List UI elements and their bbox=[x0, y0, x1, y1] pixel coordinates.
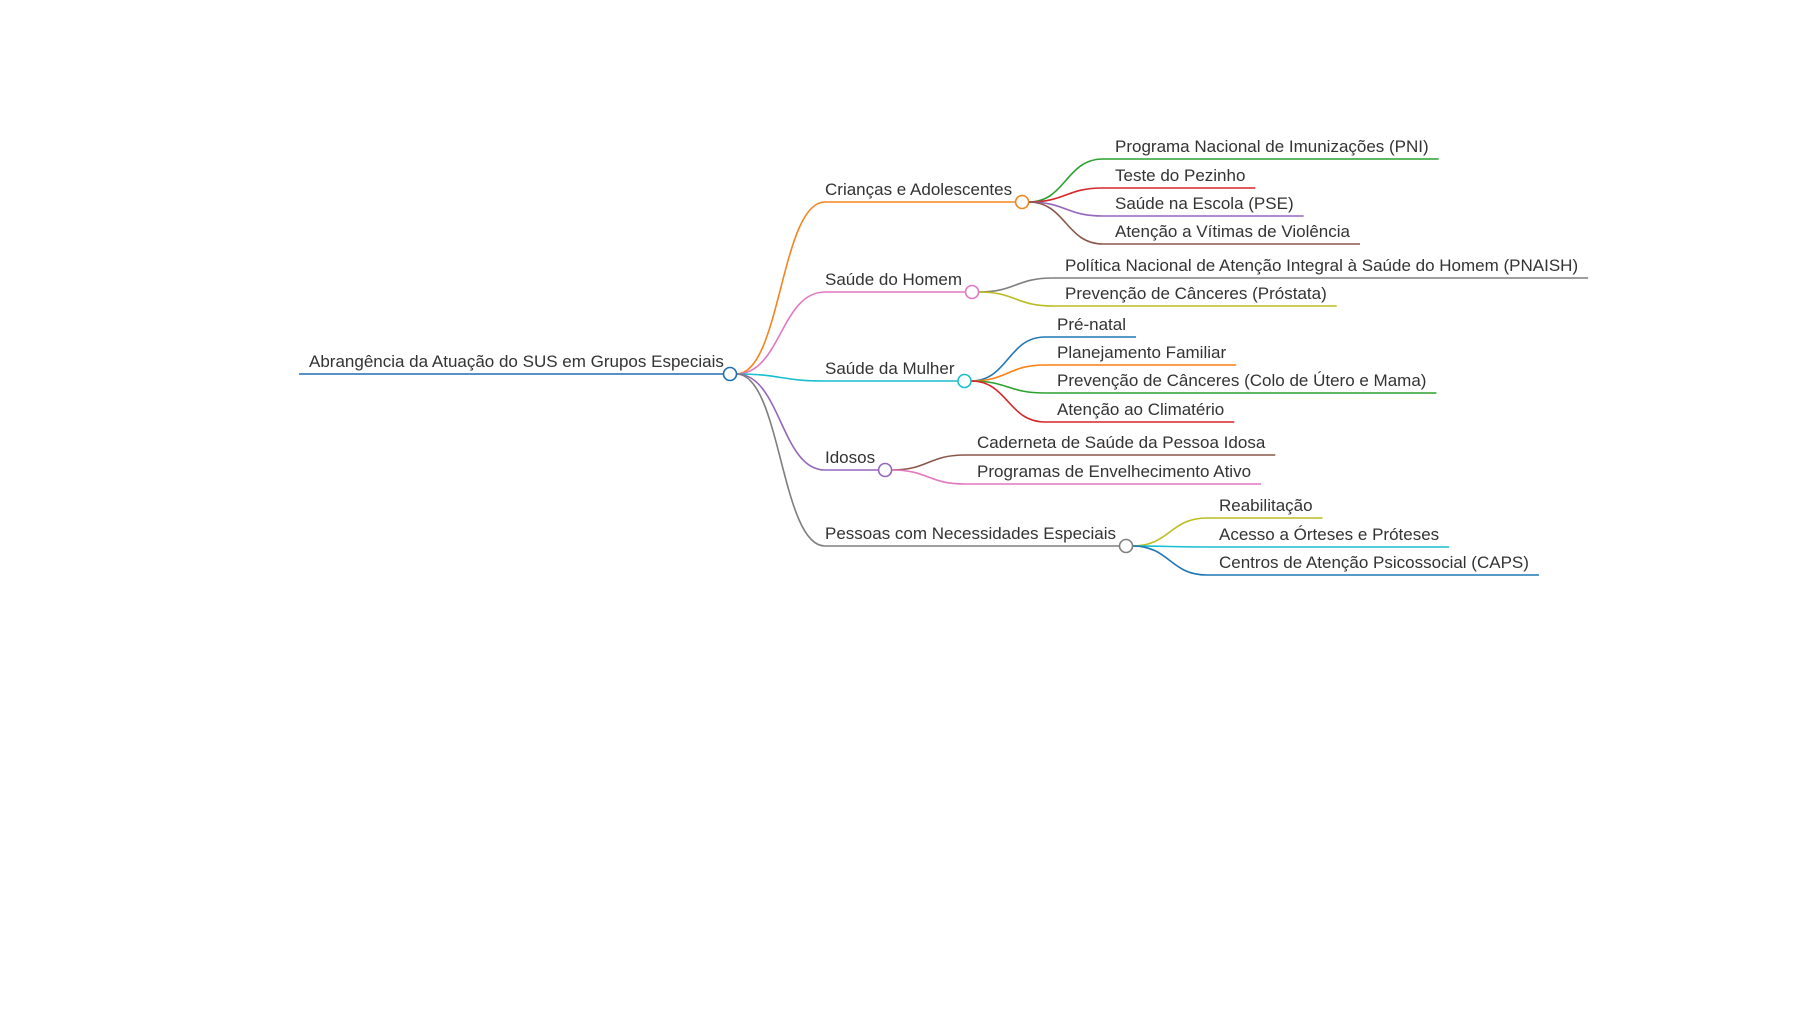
leaf-label: Atenção a Vítimas de Violência bbox=[1115, 222, 1351, 241]
leaf-label: Pré-natal bbox=[1057, 315, 1126, 334]
leaf-label: Centros de Atenção Psicossocial (CAPS) bbox=[1219, 553, 1529, 572]
branch-node-toggle[interactable] bbox=[957, 373, 972, 389]
branch-node-toggle[interactable] bbox=[877, 462, 893, 478]
leaf-label: Prevenção de Cânceres (Próstata) bbox=[1065, 284, 1327, 303]
edge-root-to-branch bbox=[736, 373, 1120, 547]
leaf-label: Teste do Pezinho bbox=[1115, 166, 1245, 185]
edge-branch-to-leaf bbox=[1132, 545, 1539, 576]
edge-root-to-branch bbox=[736, 291, 966, 375]
edge-branch-to-leaf bbox=[1028, 201, 1304, 217]
edge-branch-to-leaf bbox=[978, 291, 1337, 307]
branch-label: Saúde do Homem bbox=[825, 270, 962, 289]
edge-branch-to-leaf bbox=[1028, 187, 1256, 203]
branch-label: Crianças e Adolescentes bbox=[825, 180, 1012, 199]
edges-layer bbox=[736, 158, 1589, 576]
branch-label: Saúde da Mulher bbox=[825, 359, 955, 378]
edge-branch-to-leaf bbox=[970, 380, 1437, 394]
edge-branch-to-leaf bbox=[1028, 158, 1439, 203]
edge-branch-to-leaf bbox=[970, 364, 1237, 382]
leaf-label: Prevenção de Cânceres (Colo de Útero e M… bbox=[1057, 371, 1426, 390]
edge-root-to-branch bbox=[736, 373, 879, 471]
edge-branch-to-leaf bbox=[891, 454, 1276, 471]
edge-branch-to-leaf bbox=[891, 469, 1262, 485]
leaf-label: Saúde na Escola (PSE) bbox=[1115, 194, 1294, 213]
leaf-label: Acesso a Órteses e Próteses bbox=[1219, 525, 1439, 544]
branch-node-toggle[interactable] bbox=[1014, 194, 1030, 210]
leaf-label: Programa Nacional de Imunizações (PNI) bbox=[1115, 137, 1429, 156]
edge-branch-to-leaf bbox=[978, 277, 1589, 293]
leaf-label: Reabilitação bbox=[1219, 496, 1313, 515]
edge-branch-to-leaf bbox=[1132, 545, 1450, 548]
leaf-label: Atenção ao Climatério bbox=[1057, 400, 1224, 419]
root-node-toggle[interactable] bbox=[722, 366, 738, 382]
edge-branch-to-leaf bbox=[970, 336, 1136, 382]
nodes-layer: Abrangência da Atuação do SUS em Grupos … bbox=[299, 137, 1578, 572]
leaf-label: Política Nacional de Atenção Integral à … bbox=[1065, 256, 1578, 275]
edge-root-to-branch bbox=[736, 373, 958, 382]
root-label: Abrangência da Atuação do SUS em Grupos … bbox=[309, 352, 724, 371]
leaf-label: Caderneta de Saúde da Pessoa Idosa bbox=[977, 433, 1266, 452]
branch-node-toggle[interactable] bbox=[964, 284, 980, 300]
edge-root-to-branch bbox=[736, 201, 1016, 375]
leaf-label: Planejamento Familiar bbox=[1057, 343, 1226, 362]
edge-branch-to-leaf bbox=[1028, 201, 1360, 245]
edge-branch-to-leaf bbox=[1132, 517, 1323, 547]
branch-node-toggle[interactable] bbox=[1118, 538, 1134, 554]
edge-branch-to-leaf bbox=[970, 380, 1235, 423]
leaf-label: Programas de Envelhecimento Ativo bbox=[977, 462, 1251, 481]
branch-label: Pessoas com Necessidades Especiais bbox=[825, 524, 1116, 543]
branch-label: Idosos bbox=[825, 448, 875, 467]
